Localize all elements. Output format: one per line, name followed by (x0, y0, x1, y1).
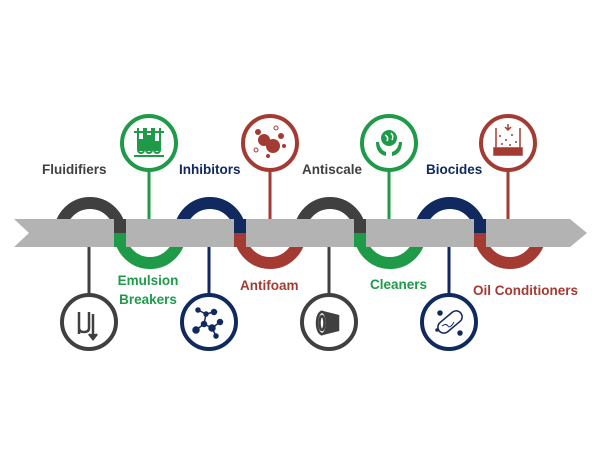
label-cleaners: Cleaners (370, 277, 428, 292)
molecule-icon (192, 307, 224, 339)
label-emulsion-breakers: Emulsion Breakers (108, 271, 188, 309)
label-oil-conditioners: Oil Conditioners (473, 283, 579, 298)
label-antiscale: Antiscale (302, 162, 363, 177)
label-emulsion-line1: Emulsion (117, 273, 179, 288)
arc-junctions (114, 219, 486, 247)
pipe-icon (315, 310, 340, 336)
label-emulsion-line2: Breakers (119, 292, 177, 307)
label-antifoam: Antifoam (240, 278, 299, 293)
label-inhibitors: Inhibitors (179, 162, 241, 177)
bacteria-icon (435, 310, 463, 336)
foam-bubbles-icon (253, 125, 286, 158)
test-tubes-icon (134, 128, 164, 157)
settling-tank-icon (493, 124, 523, 156)
label-fluidifiers: Fluidifiers (42, 162, 107, 177)
timeline-arrow-band (14, 219, 587, 247)
label-biocides: Biocides (426, 162, 483, 177)
globe-hands-icon (376, 130, 402, 156)
viscosity-mu-arrow-icon (77, 312, 98, 342)
